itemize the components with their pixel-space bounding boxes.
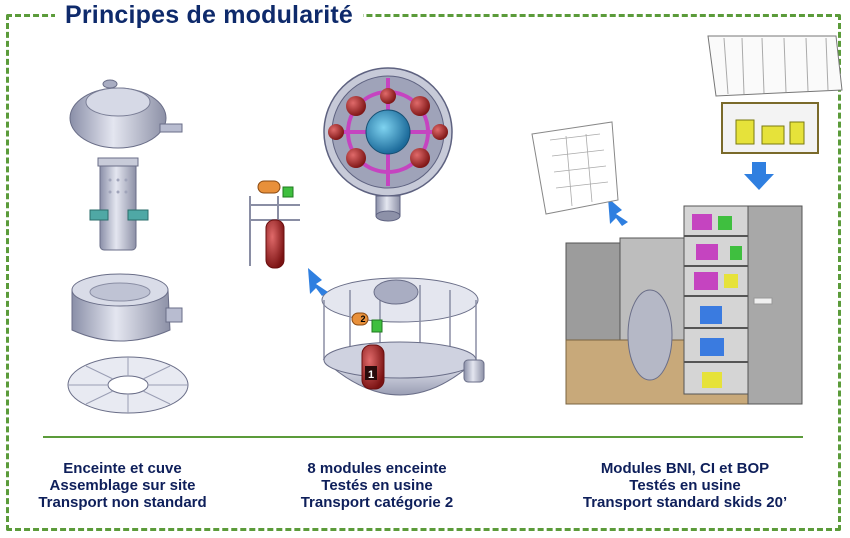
caption-modules-bni: Modules BNI, CI et BOP Testés en usine T… — [565, 460, 805, 511]
building-cutaway-illustration — [565, 205, 803, 405]
page-title: Principes de modularité — [55, 0, 364, 30]
caption-modules-enceinte: 8 modules enceinte Testés en usine Trans… — [282, 460, 472, 511]
caption-line: Modules BNI, CI et BOP — [600, 460, 770, 477]
assembled-containment-illustration: 1 2 — [321, 277, 485, 396]
arrow-icons — [308, 162, 774, 296]
caption-line: Transport non standard — [38, 494, 207, 511]
caption-line: Enceinte et cuve — [63, 460, 182, 477]
module-2-label: 2 — [360, 314, 365, 324]
caption-line: Transport standard skids 20’ — [582, 494, 788, 511]
dashed-frame — [6, 14, 841, 531]
section-divider — [43, 436, 803, 438]
module-rack-illustration — [249, 180, 300, 269]
exploded-vessel-illustration — [67, 79, 189, 414]
module-1-label: 1 — [368, 369, 374, 381]
arrow-down-right-icon — [608, 198, 628, 226]
caption-line: Transport catégorie 2 — [300, 494, 454, 511]
arrow-down-icon — [744, 162, 774, 190]
floor-plan-sketch — [531, 121, 619, 215]
containment-top-view — [323, 67, 453, 222]
caption-line: Testés en usine — [321, 477, 433, 494]
shipping-container-illustration — [707, 35, 843, 97]
caption-line: Assemblage sur site — [49, 477, 196, 494]
arrow-down-right-icon — [308, 268, 328, 296]
skid-frame-illustration — [721, 102, 819, 154]
caption-enceinte-cuve: Enceinte et cuve Assemblage sur site Tra… — [20, 460, 225, 511]
caption-line: Testés en usine — [629, 477, 741, 494]
caption-line: 8 modules enceinte — [307, 460, 447, 477]
